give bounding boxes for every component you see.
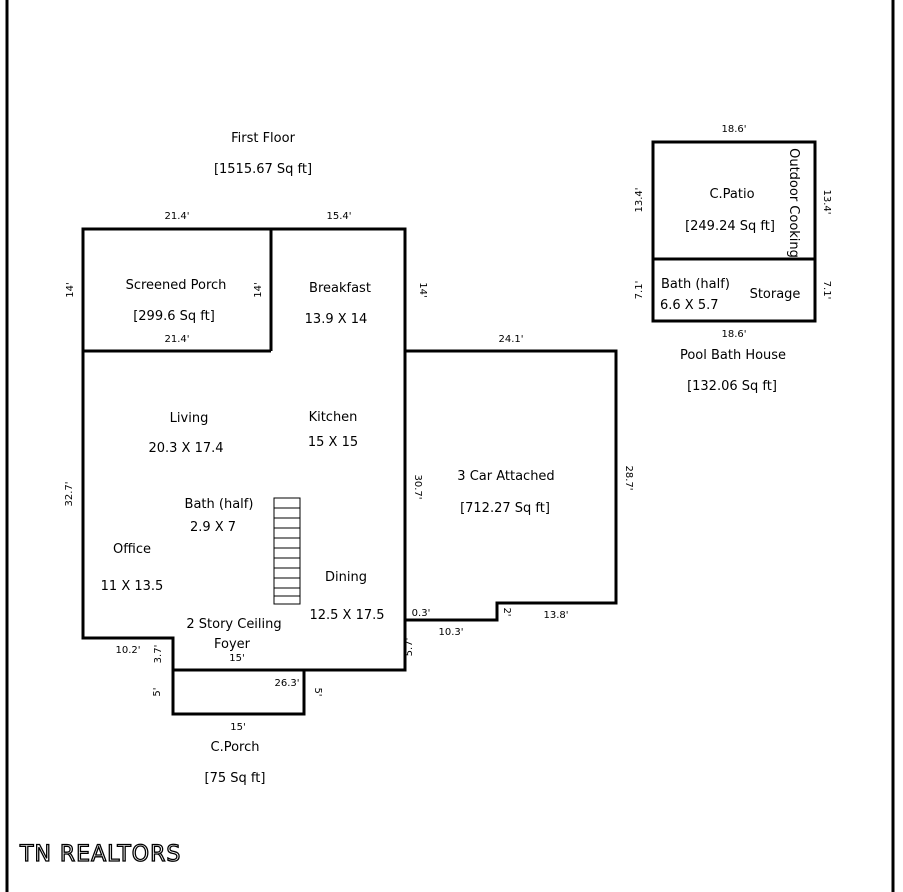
outdoor-cooking: Outdoor Cooking — [786, 148, 801, 258]
dim-breakfast-right: 14' — [417, 282, 428, 297]
dim-top-left: 21.4' — [164, 211, 189, 222]
pool-bath-name: Bath (half) — [661, 277, 730, 292]
dim-foyer-step: 3.7' — [153, 645, 164, 664]
bath-half-name: Bath (half) — [185, 497, 254, 512]
two-story-ceiling: 2 Story Ceiling — [186, 617, 281, 632]
dim-pool-right-bottom: 7.1' — [821, 281, 832, 300]
garage-area: [712.27 Sq ft] — [460, 501, 550, 516]
dim-porch-left: 5' — [152, 687, 163, 696]
breakfast-name: Breakfast — [309, 281, 371, 296]
dim-garage-bottom-right: 13.8' — [543, 610, 568, 621]
garage-name: 3 Car Attached — [457, 469, 554, 484]
patio-area: [249.24 Sq ft] — [685, 219, 775, 234]
dim-sp-left: 14' — [65, 282, 76, 297]
living-name: Living — [170, 411, 209, 426]
office-size: 11 X 13.5 — [101, 579, 164, 594]
dining-size: 12.5 X 17.5 — [309, 608, 384, 623]
dim-sp-bottom: 21.4' — [164, 334, 189, 345]
office-name: Office — [113, 542, 151, 557]
bath-half-size: 2.9 X 7 — [190, 520, 236, 535]
dim-garage-left: 30.7' — [412, 474, 423, 499]
dim-garage-top: 24.1' — [498, 334, 523, 345]
pool-house-outline — [651, 140, 817, 323]
first-floor-title: First Floor — [231, 131, 295, 146]
kitchen-size: 15 X 15 — [308, 435, 358, 450]
dim-porch-bottom: 15' — [230, 722, 245, 733]
pool-house-area: [132.06 Sq ft] — [687, 379, 777, 394]
pool-bath-size: 6.6 X 5.7 — [660, 298, 719, 313]
storage-name: Storage — [750, 287, 801, 302]
screened-porch-name: Screened Porch — [126, 278, 227, 293]
main-house-outline — [81, 227, 618, 716]
dim-garage-right: 28.7' — [623, 465, 634, 490]
first-floor-area: [1515.67 Sq ft] — [214, 162, 312, 177]
stairs-frame — [273, 497, 301, 605]
dim-porch-right: 5' — [312, 687, 323, 696]
dim-pool-bottom: 18.6' — [721, 329, 746, 340]
living-size: 20.3 X 17.4 — [148, 441, 223, 456]
dim-garage-step: 5.7' — [404, 638, 415, 657]
dim-left-side: 32.7' — [64, 481, 75, 506]
breakfast-size: 13.9 X 14 — [305, 312, 368, 327]
dim-pool-left-bottom: 7.1' — [634, 281, 645, 300]
dim-porch-top-right: 26.3' — [274, 678, 299, 689]
screened-porch-area: [299.6 Sq ft] — [133, 309, 215, 324]
dim-notch-bottom: 10.3' — [438, 627, 463, 638]
dim-top-right: 15.4' — [326, 211, 351, 222]
patio-name: C.Patio — [709, 187, 754, 202]
brand-logo: TN REALTORS — [19, 842, 181, 867]
foyer-name: Foyer — [214, 637, 251, 652]
staircase — [273, 497, 301, 605]
porch-area: [75 Sq ft] — [205, 771, 266, 786]
dim-pool-right-top: 13.4' — [821, 189, 832, 214]
dim-pool-left-top: 13.4' — [634, 187, 645, 212]
dim-bottom-left: 10.2' — [115, 645, 140, 656]
kitchen-name: Kitchen — [309, 410, 358, 425]
porch-name: C.Porch — [211, 740, 260, 755]
dim-pool-top: 18.6' — [721, 124, 746, 135]
dim-notch-step: 2' — [501, 607, 512, 616]
dim-notch-small: 0.3' — [412, 608, 431, 619]
dining-name: Dining — [325, 570, 367, 585]
dim-sp-right: 14' — [253, 282, 264, 297]
pool-house-name: Pool Bath House — [680, 348, 786, 363]
dim-foyer-bottom: 15' — [229, 653, 244, 664]
